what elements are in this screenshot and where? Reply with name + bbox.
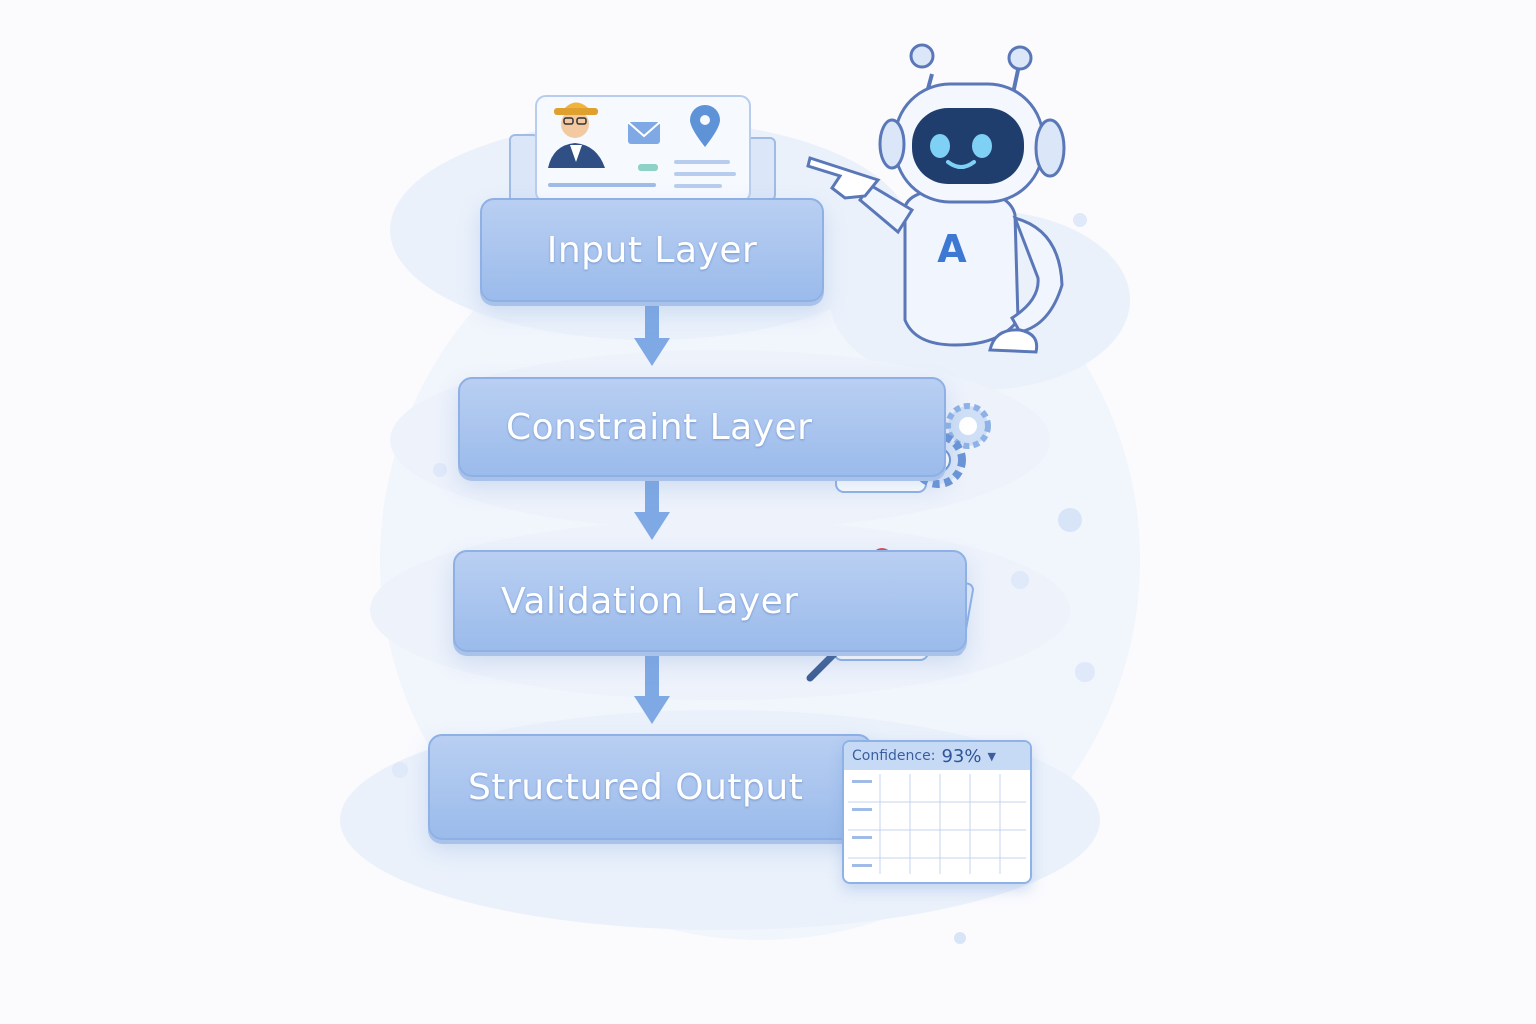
confidence-panel: Confidence: 93% ▼ — [842, 740, 1032, 884]
confidence-label: Confidence: — [852, 748, 936, 764]
constraint-layer-label: Constraint Layer — [506, 406, 813, 448]
validation-layer-box: Validation Layer — [453, 550, 967, 652]
confidence-value: 93% — [941, 745, 982, 767]
structured-output-box: Structured Output — [428, 734, 872, 840]
filter-icon: ▼ — [987, 749, 996, 763]
id-card-icon — [509, 95, 776, 204]
output-table — [848, 774, 1026, 874]
input-layer-box: Input Layer — [480, 198, 824, 302]
robot-chest-letter: A — [937, 227, 967, 271]
flow-arrows — [634, 300, 670, 724]
validation-layer-label: Validation Layer — [501, 580, 799, 622]
robot-mascot: A — [806, 43, 1066, 354]
confidence-header: Confidence: 93% ▼ — [844, 742, 1030, 770]
input-layer-label: Input Layer — [546, 229, 758, 271]
constraint-layer-box: Constraint Layer — [458, 377, 946, 477]
structured-output-label: Structured Output — [468, 766, 804, 808]
